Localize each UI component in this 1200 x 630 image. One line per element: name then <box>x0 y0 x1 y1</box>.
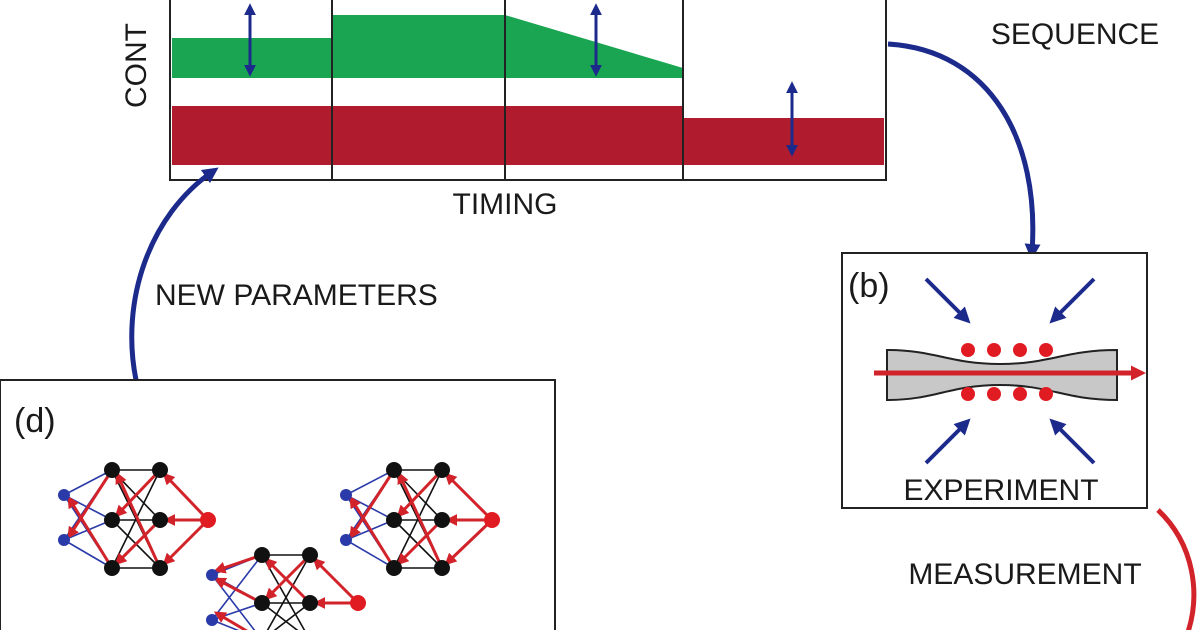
neural-network <box>206 547 366 630</box>
panel-b-tag: (b) <box>848 267 890 305</box>
atom-dot <box>1039 387 1053 401</box>
cooling-beam-arrow <box>1049 418 1096 465</box>
sequence-label: SEQUENCE <box>991 18 1159 51</box>
sequence-arrow <box>887 41 1041 260</box>
cooling-beam-arrow <box>924 277 971 324</box>
neural-network <box>58 462 216 576</box>
atom-dot <box>1039 343 1053 357</box>
new-parameters-label: NEW PARAMETERS <box>155 279 438 312</box>
atom-dot <box>961 343 975 357</box>
atom-dot <box>961 387 975 401</box>
measurement-arrow <box>1156 508 1197 630</box>
atom-dot <box>987 387 1001 401</box>
neural-network-panel: (d) <box>0 379 556 630</box>
red-control-trace <box>172 106 884 165</box>
cooling-beam-arrow <box>1049 277 1096 324</box>
measurement-label: MEASUREMENT <box>908 558 1141 591</box>
new-parameters-arrow <box>129 167 219 381</box>
x-axis-label: TIMING <box>453 188 558 221</box>
experiment-panel: (b) EXPERIMENT <box>841 252 1148 509</box>
panel-d-tag: (d) <box>14 402 56 440</box>
green-control-trace <box>172 15 683 78</box>
atom-dot <box>1013 387 1027 401</box>
atom-cloud <box>961 343 1053 401</box>
cooling-beam-arrow <box>924 418 971 465</box>
y-axis-label: CONT <box>120 23 153 108</box>
control-sequence-panel: CONT TIMING <box>120 0 887 221</box>
atom-dot <box>987 343 1001 357</box>
neural-network <box>340 462 500 576</box>
experiment-caption: EXPERIMENT <box>903 474 1098 507</box>
atom-dot <box>1013 343 1027 357</box>
